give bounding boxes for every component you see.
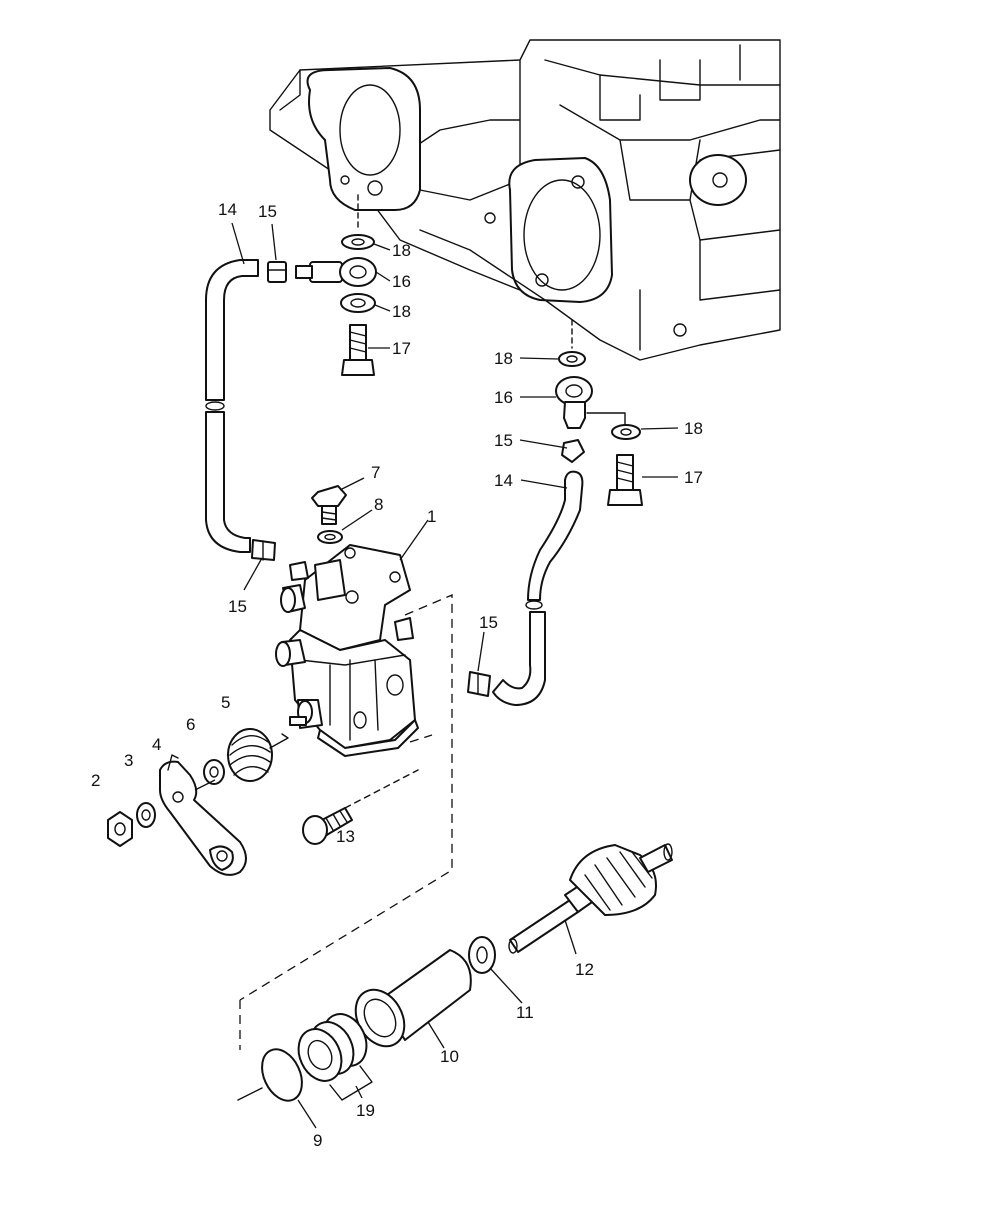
alignment-lines (239, 594, 453, 1050)
right-banjo-assembly (555, 319, 643, 506)
return-spring (227, 728, 289, 782)
callout-17: 17 (684, 468, 703, 487)
thrust-washer (468, 936, 496, 974)
callout-14: 14 (494, 471, 513, 490)
callout-13: 13 (336, 827, 355, 846)
callout-11: 11 (516, 1003, 534, 1022)
callout-leaders (231, 222, 679, 1129)
callout-18: 18 (392, 302, 411, 321)
callout-18: 18 (392, 241, 411, 260)
control-lever-assembly (107, 728, 289, 876)
right-oil-hose (467, 470, 584, 706)
callout-16: 16 (392, 272, 411, 291)
sealing-washer (341, 234, 375, 250)
callout-18: 18 (494, 349, 513, 368)
oil-seal (297, 1013, 373, 1101)
hose-clamp (467, 671, 491, 697)
callout-1: 1 (427, 507, 436, 526)
callout-7: 7 (371, 463, 380, 482)
callout-4: 4 (152, 735, 161, 754)
callout-10: 10 (440, 1047, 459, 1066)
callout-15: 15 (479, 613, 498, 632)
callout-14: 14 (218, 200, 237, 219)
callout-labels: 14 15 18 16 18 17 18 16 18 15 14 17 7 8 … (91, 200, 703, 1150)
oil-pump-body (275, 544, 419, 757)
engine-block (269, 39, 781, 361)
callout-6: 6 (186, 715, 195, 734)
callout-15: 15 (228, 597, 247, 616)
callout-3: 3 (124, 751, 133, 770)
hose-clamp (267, 261, 287, 283)
throttle-lever (159, 754, 247, 876)
left-oil-hose (205, 259, 276, 561)
callout-16: 16 (494, 388, 513, 407)
left-banjo-assembly (267, 194, 377, 376)
callout-17: 17 (392, 339, 411, 358)
callout-18: 18 (684, 419, 703, 438)
mounting-screw (302, 769, 419, 845)
callout-5: 5 (221, 693, 230, 712)
drive-gear-shaft (508, 843, 673, 954)
banjo-bolt (341, 324, 375, 376)
callout-12: 12 (575, 960, 594, 979)
callout-15: 15 (258, 202, 277, 221)
screw-and-washer (311, 485, 347, 544)
snap-ring (237, 1048, 303, 1102)
callout-8: 8 (374, 495, 383, 514)
callout-9: 9 (313, 1131, 322, 1150)
callout-19: 19 (356, 1101, 375, 1120)
callout-2: 2 (91, 771, 100, 790)
callout-15: 15 (494, 431, 513, 450)
banjo-fitting (295, 257, 377, 287)
sealing-washer (340, 293, 376, 313)
